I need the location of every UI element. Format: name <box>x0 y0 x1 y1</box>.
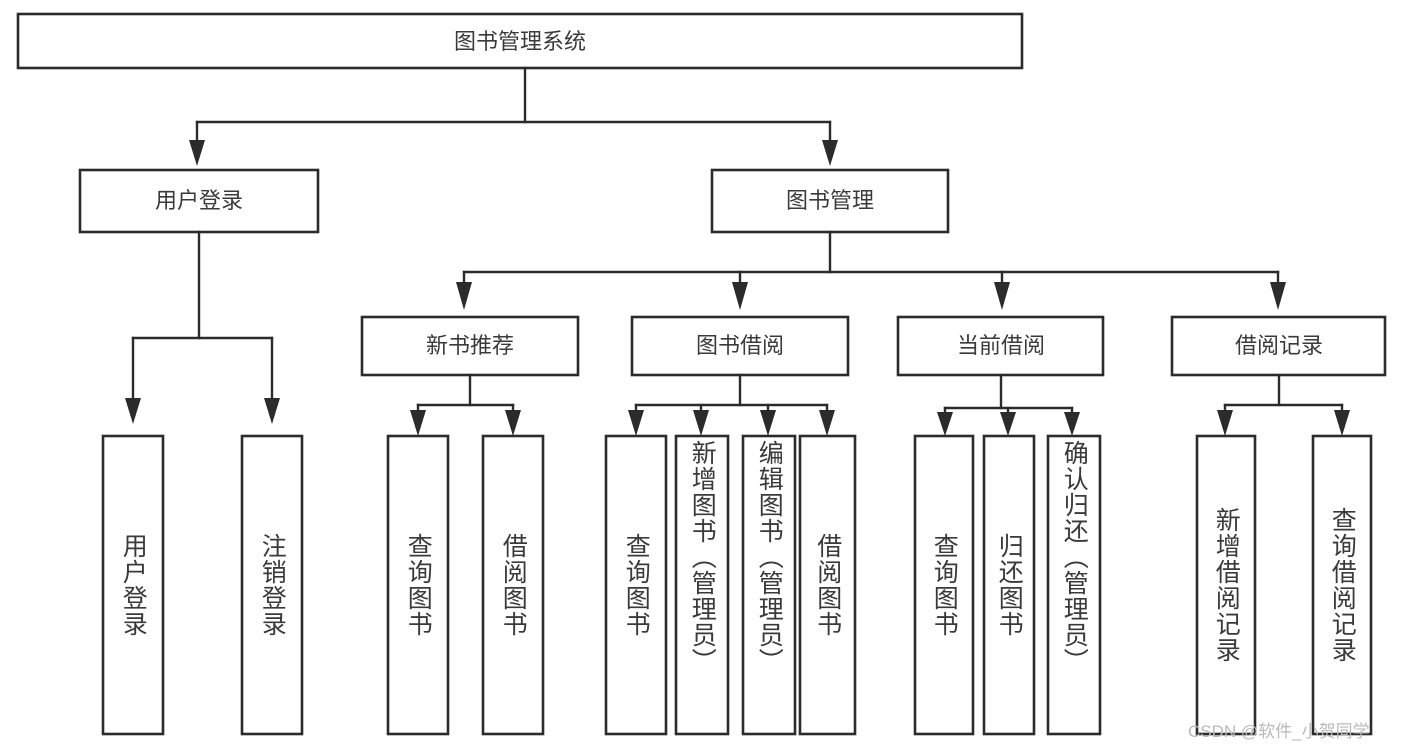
arrow-head-icon <box>410 410 426 436</box>
leaf-box-return-book[interactable] <box>982 434 1036 736</box>
node-current-borrow-box[interactable] <box>896 315 1105 377</box>
leaf-box-query-book-borrow[interactable] <box>604 434 668 736</box>
arrow-head-icon <box>264 398 280 424</box>
arrow-head-icon <box>1217 410 1233 436</box>
leaf-box-add-book-admin[interactable] <box>674 434 730 736</box>
arrow-head-icon <box>456 282 472 310</box>
arrow-head-icon <box>760 410 776 436</box>
node-book-manage-label: 图书管理 <box>786 188 874 213</box>
arrow-head-icon <box>1270 282 1286 310</box>
node-borrow-record-label: 借阅记录 <box>1235 333 1323 358</box>
connector-current-borrow-to-leaves <box>937 373 1080 436</box>
arrow-head-icon <box>1064 412 1080 436</box>
arrow-head-icon <box>937 412 953 436</box>
node-new-book-recommend-label: 新书推荐 <box>426 333 514 358</box>
node-book-borrow-label: 图书借阅 <box>696 333 784 358</box>
leaf-box-borrow-book-recommend[interactable] <box>481 434 545 736</box>
leaf-box-query-borrow-record[interactable] <box>1311 434 1373 736</box>
node-root-box[interactable] <box>16 12 1024 70</box>
node-root-label: 图书管理系统 <box>454 29 586 54</box>
leaf-box-user-login[interactable] <box>101 434 165 736</box>
leaf-box-logout[interactable] <box>240 434 304 736</box>
node-user-login-box[interactable] <box>78 168 320 234</box>
arrow-head-icon <box>822 140 838 166</box>
arrow-head-icon <box>1334 410 1350 436</box>
leaf-box-query-book-recommend[interactable] <box>386 434 450 736</box>
leaf-box-confirm-return-admin[interactable] <box>1046 434 1102 736</box>
connector-book-manage-to-level3 <box>456 230 1286 310</box>
arrow-head-icon <box>125 398 141 424</box>
connector-book-borrow-to-leaves <box>628 373 835 436</box>
arrow-head-icon <box>1000 412 1016 436</box>
node-new-book-recommend-box[interactable] <box>360 315 580 377</box>
leaf-box-edit-book-admin[interactable] <box>741 434 797 736</box>
arrow-head-icon <box>994 282 1010 310</box>
arrow-head-icon <box>732 282 748 310</box>
connector-borrow-record-to-leaves <box>1217 373 1350 436</box>
connector-root-to-level2 <box>189 66 838 166</box>
arrow-head-icon <box>505 410 521 436</box>
leaf-box-add-borrow-record[interactable] <box>1195 434 1257 736</box>
arrow-head-icon <box>189 140 205 166</box>
node-user-login-label: 用户登录 <box>155 188 243 213</box>
arrow-head-icon <box>819 410 835 436</box>
leaf-box-query-book-current[interactable] <box>913 434 975 736</box>
connector-user-login-to-leaves <box>125 230 280 424</box>
arrow-head-icon <box>628 410 644 436</box>
watermark-text: CSDN @软件_小贺同学 <box>1188 722 1370 741</box>
node-current-borrow-label: 当前借阅 <box>957 333 1045 358</box>
leaf-box-borrow-book[interactable] <box>798 434 857 736</box>
arrow-head-icon <box>693 410 709 436</box>
connector-new-book-recommend-to-leaves <box>410 373 521 436</box>
